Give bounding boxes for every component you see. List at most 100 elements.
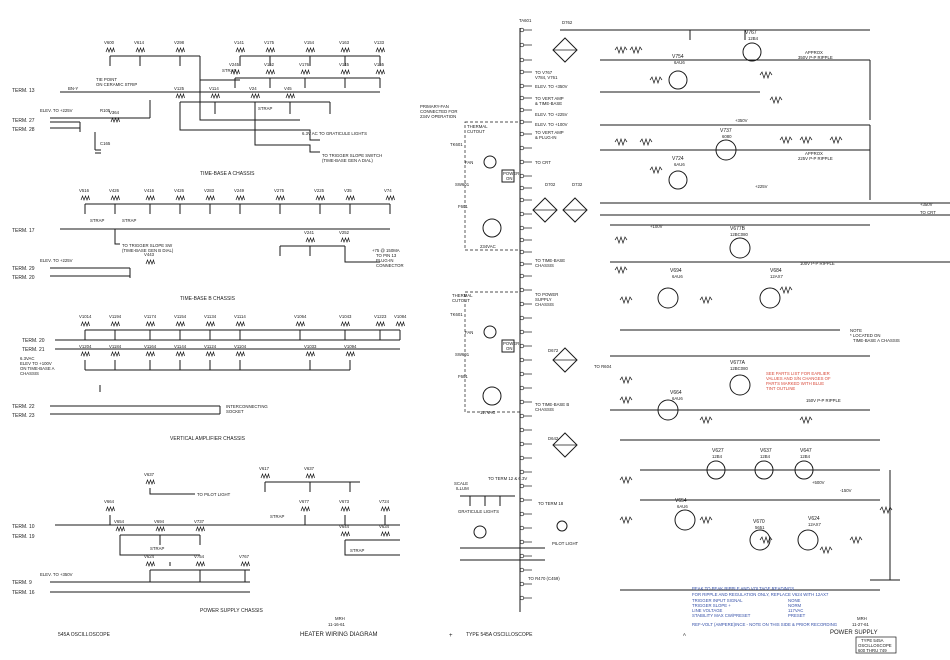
capacitor-c165: C165 xyxy=(100,141,111,146)
tbb-heater-8: V35 xyxy=(344,188,355,201)
power-switch-2 xyxy=(501,339,515,353)
tube-envelope-8 xyxy=(657,399,679,421)
terminal-34 xyxy=(519,483,525,489)
term-17-label: TERM. 17 xyxy=(12,228,35,234)
tba-heater-17: V45 xyxy=(284,86,295,99)
tba-heater-16: V24 xyxy=(249,86,260,99)
approx-150-label: 150V P-P RIPPLE xyxy=(806,398,841,403)
peak-line-1: FOR RIPPLE AND REGULATION ONLY, REPLACE … xyxy=(692,592,829,597)
approx-225-label-2: 225V P-P RIPPLE xyxy=(798,156,833,161)
diode-bridge-2 xyxy=(562,197,588,223)
ps-label-2: V677 xyxy=(299,499,310,504)
terminal-15 xyxy=(519,225,525,231)
terminal-40 xyxy=(519,567,525,573)
ps-heater-14: V634 xyxy=(379,524,390,537)
note-located-3: TIME-BASE A CHASSIS xyxy=(853,338,900,343)
tba-label-8: V152 xyxy=(264,62,275,67)
va-label-6: V1064 xyxy=(294,314,307,319)
va-label-14: V1124 xyxy=(204,344,217,349)
d672-label: D672 xyxy=(548,348,559,353)
tbb-heater-5: V249 xyxy=(234,188,245,201)
va-label-16: V1033 xyxy=(304,344,317,349)
tbb-label-7: V225 xyxy=(314,188,325,193)
title-power-supply-chassis: POWER SUPPLY CHASSIS xyxy=(200,608,264,614)
tba-label-4: V175 xyxy=(264,40,275,45)
term-22-label: TERM. 22 xyxy=(12,404,35,410)
ps-heater-1: V664 xyxy=(104,499,115,512)
footer-545a: 545A OSCILLOSCOPE xyxy=(58,632,111,638)
ps-label-14: V634 xyxy=(379,524,390,529)
ps-heater-5: V617 xyxy=(259,466,270,479)
to-ps-chassis-note-3: CHASSIS xyxy=(535,302,554,307)
terminal-22 xyxy=(519,315,525,321)
term-28-label: TERM. 28 xyxy=(12,127,35,133)
ps-heater-0: V637 xyxy=(144,472,155,485)
d702-label: D702 xyxy=(545,182,556,187)
terminal-11 xyxy=(519,173,525,179)
term-13-label: TERM. 13 xyxy=(12,88,35,94)
tube-envelope-13 xyxy=(749,529,771,551)
tube-v624: V624 xyxy=(808,516,820,522)
va-heater-16: V1033 xyxy=(304,344,317,357)
to-r604-note: TO R604 xyxy=(594,364,612,369)
tube-v767: V767 xyxy=(745,30,757,36)
ps-label-5: V617 xyxy=(259,466,270,471)
right-footer: A MRH 11-27-61 POWER SUPPLY TYPE 545A OS… xyxy=(683,616,897,654)
line-plug-234v xyxy=(482,218,502,238)
term-29-label: TERM. 29 xyxy=(12,266,35,272)
note-interconnecting-socket: INTERCONNECTING xyxy=(226,404,268,409)
term-10-label: TERM. 10 xyxy=(12,524,35,530)
tbb-heater-7: V225 xyxy=(314,188,325,201)
tube-envelope-7 xyxy=(729,374,751,396)
diode-bridge-0 xyxy=(552,37,578,63)
va-heater-2: V1174 xyxy=(144,314,157,327)
mrh-left: MRH xyxy=(335,616,345,621)
tube-v647-type: 12B4 xyxy=(800,454,811,459)
resistor-4 xyxy=(769,95,783,105)
tube-v677b-type: 12BC080 xyxy=(730,232,749,237)
resistor-22 xyxy=(699,515,713,525)
tube-v664-type: 6AU6 xyxy=(672,396,683,401)
terminal-17 xyxy=(519,249,525,255)
thermal-cutout-2b: CUTOUT xyxy=(452,298,470,303)
terminal-7 xyxy=(519,119,525,125)
ps-heater-12: V624 xyxy=(144,554,155,567)
fan-label-1: FAN xyxy=(465,160,473,165)
resistor-0 xyxy=(614,45,628,55)
resistor-6 xyxy=(639,137,653,147)
tbb-label-2: V416 xyxy=(144,188,155,193)
tba-label-16: V24 xyxy=(249,86,257,91)
f601-label-2: F601 xyxy=(458,374,468,379)
tba-label-10: V145 xyxy=(339,62,350,67)
terminal-28 xyxy=(519,399,525,405)
peak-note: REF-VOLT (AMPERE)INCE - NOTE ON THIS SID… xyxy=(692,622,838,627)
to-tb-chassis-note-2: CHASSIS xyxy=(535,263,554,268)
to-r470-note: TO R470 (C459) xyxy=(528,576,560,581)
strap-label-a1: STRAP xyxy=(222,68,236,73)
tube-v637: V637 xyxy=(760,448,772,454)
tk601-label-2: TK601 xyxy=(450,312,463,317)
title-time-base-a: TIME-BASE A CHASSIS xyxy=(200,171,255,177)
power-supply-schematic: TA601 PRIMARY-FAN CONNECTED FOR 234V OPE… xyxy=(420,18,950,612)
va-heater-1: V1194 xyxy=(109,314,122,327)
power-supply-title: POWER SUPPLY xyxy=(830,630,878,636)
title-vertical-amp: VERTICAL AMPLIFIER CHASSIS xyxy=(170,436,246,442)
terminal-4 xyxy=(519,83,525,89)
to-ps-chassis-note-2: SUPPLY xyxy=(535,297,552,302)
peak-line-4: LINE VOLTAGE xyxy=(692,608,723,613)
to-v767-note: TO V767 xyxy=(535,70,553,75)
d732-label: D732 xyxy=(572,182,583,187)
va-heater-5: V1114 xyxy=(234,314,246,327)
terminal-32 xyxy=(519,455,525,461)
term-21-label: TERM. 21 xyxy=(22,347,45,353)
ps-heater-6: V637 xyxy=(304,466,315,479)
tba-label-11: V155 xyxy=(374,62,385,67)
tbb-heater-11: V252 xyxy=(339,230,350,243)
tba-heater-11: V155 xyxy=(374,62,385,75)
resistor-8 xyxy=(779,135,793,145)
note-trigger-slope-a: TO TRIGGER SLOPE SWITCH xyxy=(322,153,382,158)
tube-v627: V627 xyxy=(712,448,724,454)
